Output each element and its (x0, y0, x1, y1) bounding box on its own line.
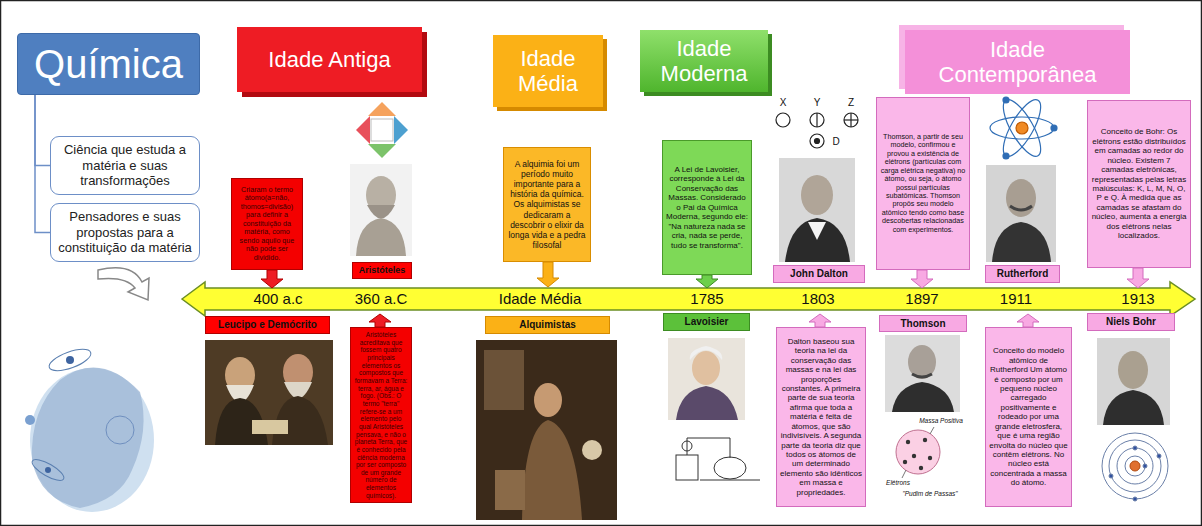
box-text: Rutherford (997, 268, 1049, 280)
block-arrow (1127, 268, 1149, 288)
box-text: Thomson (901, 318, 946, 330)
apparatus-drawing (676, 438, 760, 480)
box-text: Leucipo e Demócrito (218, 319, 317, 331)
info-box: A alquimia foi um período muito importan… (503, 147, 591, 262)
info-box: Thomson, a partir de seu modelo, confirm… (876, 97, 970, 270)
info-box: Criaram o termo átomo(a=não, thomos=divi… (231, 178, 303, 270)
box-text: Idade Antiga (268, 47, 390, 72)
atom-drawing (990, 95, 1057, 161)
info-box: Dalton baseou sua teoria na lei da conse… (776, 327, 866, 507)
block-arrow (369, 314, 391, 327)
box-text: Idade Moderna (648, 36, 760, 87)
timeline-arrow (182, 282, 1195, 316)
box-text: Aristóteles acreditava que fossem quatro… (354, 331, 408, 499)
title-box: Química (17, 33, 200, 95)
portrait (885, 335, 960, 412)
portrait (350, 164, 412, 256)
box-text: Lavoisier (685, 316, 729, 328)
topic-box: Ciência que estuda a matéria e suas tran… (50, 136, 200, 195)
box-text: Niels Bohr (1106, 316, 1156, 328)
block-arrow (809, 314, 831, 327)
symbol-letter: X (780, 97, 787, 108)
date-label: 400 a.c (253, 291, 302, 308)
name-label: Aristóteles (352, 262, 412, 279)
date-label: Idade Média (499, 291, 582, 308)
date-label: 1897 (905, 291, 938, 308)
symbol-letter: Y (814, 97, 821, 108)
box-text: Alquimistas (519, 319, 576, 331)
topic-box: Pensadores e suas propostas para a const… (50, 203, 200, 262)
box-text: A Lei de Lavoisier, corresponde à Lei da… (666, 165, 748, 250)
head-illustration (25, 345, 154, 512)
name-label: Lavoisier (663, 313, 750, 331)
box-text: Aristóteles (359, 265, 406, 275)
box-text: John Dalton (790, 268, 848, 280)
box-text: Thomson, a partir de seu modelo, confirm… (880, 133, 966, 235)
info-box: Aristóteles acreditava que fossem quatro… (350, 327, 412, 503)
name-label: Leucipo e Demócrito (205, 316, 330, 334)
curved-arrow (98, 268, 149, 300)
box-text: Conceito do modelo atômico de Rutherford… (989, 346, 1068, 488)
portrait (668, 338, 745, 420)
name-label: John Dalton (773, 265, 865, 283)
date-label: 360 a.C (355, 291, 408, 308)
block-arrow (1017, 314, 1039, 327)
bracket-connector (35, 95, 50, 165)
symbol-letter: D (832, 136, 839, 147)
figure-label: Massa Positiva (919, 417, 963, 424)
box-text: Química (34, 44, 183, 84)
elements-diagram (356, 102, 408, 158)
info-box: A Lei de Lavoisier, corresponde à Lei da… (662, 140, 752, 275)
info-box: Conceito do modelo atômico de Rutherford… (985, 327, 1072, 507)
painting (476, 340, 617, 520)
portrait (779, 158, 855, 262)
block-arrow (537, 262, 559, 287)
box-text: Dalton baseou sua teoria na lei da conse… (780, 337, 862, 497)
bracket-connector (35, 95, 50, 233)
period-header: Idade Contemporânea (905, 30, 1130, 94)
block-arrow (261, 270, 283, 288)
date-label: 1803 (801, 291, 834, 308)
figure-label: "Pudim de Passas" (902, 490, 957, 497)
block-arrow (696, 275, 718, 288)
name-label: Thomson (879, 315, 967, 332)
symbol-letter: Z (848, 97, 854, 108)
box-text: Conceito de Bohr: Os elétrons estão dist… (1091, 127, 1187, 240)
box-text: Pensadores e suas propostas para a const… (57, 209, 193, 256)
period-header: Idade Antiga (237, 27, 422, 92)
block-arrow (911, 270, 933, 288)
box-text: Idade Média (501, 46, 595, 97)
box-text: Criaram o termo átomo(a=não, thomos=divi… (235, 186, 299, 262)
info-box: Conceito de Bohr: Os elétrons estão dist… (1087, 100, 1191, 268)
atom-drawing (1102, 433, 1168, 501)
date-label: 1911 (1000, 291, 1032, 308)
date-label: 1913 (1121, 291, 1154, 308)
figure-label: Elétrons (886, 479, 910, 486)
box-text: Idade Contemporânea (930, 37, 1105, 88)
portrait (1097, 338, 1170, 425)
dalton-symbols (776, 113, 858, 148)
name-label: Alquimistas (485, 316, 610, 334)
date-label: 1785 (690, 291, 723, 308)
name-label: Rutherford (985, 265, 1060, 283)
portrait (986, 165, 1056, 262)
period-header: Idade Média (493, 35, 603, 107)
box-text: Ciência que estuda a matéria e suas tran… (57, 142, 193, 189)
painting (205, 340, 333, 445)
plum-pudding-model (896, 427, 940, 478)
box-text: A alquimia foi um período muito importan… (507, 159, 587, 249)
period-header: Idade Moderna (640, 30, 768, 92)
name-label: Niels Bohr (1087, 313, 1175, 331)
